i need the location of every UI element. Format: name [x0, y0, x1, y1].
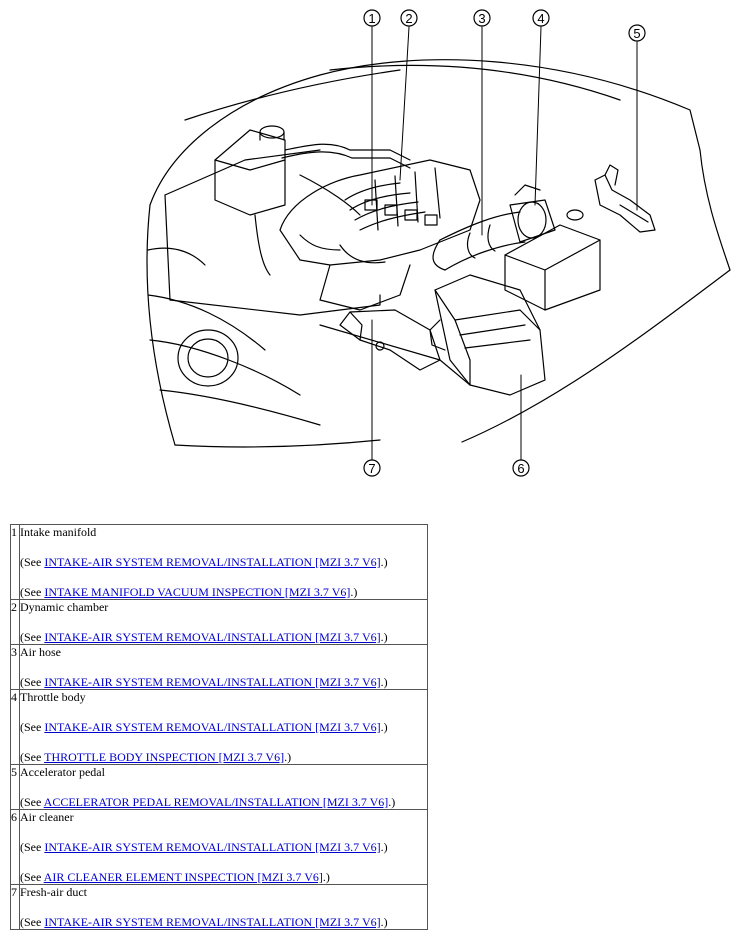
part-name: Air cleaner [20, 810, 74, 824]
intake-manifold-vacuum-link[interactable]: INTAKE MANIFOLD VACUUM INSPECTION [MZI 3… [44, 585, 351, 599]
svg-text:4: 4 [537, 11, 544, 26]
svg-text:1: 1 [368, 11, 375, 26]
callout-2: 2 [400, 9, 418, 27]
intake-air-system-link[interactable]: INTAKE-AIR SYSTEM REMOVAL/INSTALLATION [… [44, 915, 381, 929]
reference-line: (See THROTTLE BODY INSPECTION [MZI 3.7 V… [20, 750, 292, 764]
part-number: 1 [10, 524, 20, 600]
accelerator-pedal [594, 164, 656, 233]
part-number: 7 [10, 884, 20, 930]
part-name: Accelerator pedal [20, 765, 105, 779]
callout-4: 4 [532, 9, 550, 27]
parts-row-7: 7 Fresh-air duct (See INTAKE-AIR SYSTEM … [10, 884, 428, 930]
vehicle-body-outline [146, 59, 731, 448]
reference-line: (See ACCELERATOR PEDAL REMOVAL/INSTALLAT… [20, 795, 396, 809]
accelerator-pedal-link[interactable]: ACCELERATOR PEDAL REMOVAL/INSTALLATION [… [43, 795, 389, 809]
reference-line: (See INTAKE-AIR SYSTEM REMOVAL/INSTALLAT… [20, 675, 388, 689]
part-name: Throttle body [20, 690, 86, 704]
svg-text:3: 3 [478, 11, 485, 26]
part-number: 4 [10, 689, 20, 765]
front-grille [147, 247, 321, 426]
part-number: 2 [10, 599, 20, 645]
air-cleaner [429, 274, 546, 396]
part-name: Air hose [20, 645, 61, 659]
intake-air-system-link[interactable]: INTAKE-AIR SYSTEM REMOVAL/INSTALLATION [… [44, 840, 381, 854]
battery [504, 209, 601, 311]
leader-lines [371, 26, 638, 461]
reference-line: (See INTAKE-AIR SYSTEM REMOVAL/INSTALLAT… [20, 840, 388, 854]
parts-row-2: 2 Dynamic chamber (See INTAKE-AIR SYSTEM… [10, 599, 428, 645]
part-name: Dynamic chamber [20, 600, 109, 614]
parts-row-6: 6 Air cleaner (See INTAKE-AIR SYSTEM REM… [10, 809, 428, 885]
intake-air-system-link[interactable]: INTAKE-AIR SYSTEM REMOVAL/INSTALLATION [… [44, 630, 381, 644]
parts-row-4: 4 Throttle body (See INTAKE-AIR SYSTEM R… [10, 689, 428, 765]
radiator-support [164, 149, 471, 386]
callout-7: 7 [363, 459, 381, 477]
engine-intake-manifold [279, 159, 481, 311]
reference-line: (See INTAKE MANIFOLD VACUUM INSPECTION [… [20, 585, 358, 599]
callout-5: 5 [628, 24, 646, 42]
coolant-reservoir [214, 125, 353, 276]
parts-table: 1 Intake manifold (See INTAKE-AIR SYSTEM… [10, 524, 428, 930]
hoses [299, 149, 411, 216]
throttle-body [509, 184, 556, 243]
part-name: Intake manifold [20, 525, 97, 539]
callout-3: 3 [473, 9, 491, 27]
svg-text:5: 5 [633, 26, 640, 41]
engine-compartment-diagram: 1 2 3 4 5 6 7 [146, 9, 731, 477]
parts-row-1: 1 Intake manifold (See INTAKE-AIR SYSTEM… [10, 524, 428, 600]
parts-row-3: 3 Air hose (See INTAKE-AIR SYSTEM REMOVA… [10, 644, 428, 690]
reference-line: (See AIR CLEANER ELEMENT INSPECTION [MZI… [20, 870, 330, 884]
part-name: Fresh-air duct [20, 885, 87, 899]
intake-air-system-link[interactable]: INTAKE-AIR SYSTEM REMOVAL/INSTALLATION [… [44, 720, 381, 734]
reference-line: (See INTAKE-AIR SYSTEM REMOVAL/INSTALLAT… [20, 630, 388, 644]
fresh-air-duct [339, 309, 441, 371]
air-cleaner-element-link[interactable]: AIR CLEANER ELEMENT INSPECTION [MZI 3.7 … [43, 870, 323, 884]
part-number: 3 [10, 644, 20, 690]
intake-air-system-link[interactable]: INTAKE-AIR SYSTEM REMOVAL/INSTALLATION [… [44, 555, 381, 569]
svg-text:7: 7 [368, 461, 375, 476]
reference-line: (See INTAKE-AIR SYSTEM REMOVAL/INSTALLAT… [20, 555, 388, 569]
callout-6: 6 [512, 459, 530, 477]
svg-text:2: 2 [405, 11, 412, 26]
svg-text:6: 6 [517, 461, 524, 476]
intake-air-system-link[interactable]: INTAKE-AIR SYSTEM REMOVAL/INSTALLATION [… [44, 675, 381, 689]
reference-line: (See INTAKE-AIR SYSTEM REMOVAL/INSTALLAT… [20, 915, 388, 929]
callout-1: 1 [363, 9, 381, 27]
throttle-body-inspection-link[interactable]: THROTTLE BODY INSPECTION [MZI 3.7 V6] [44, 750, 285, 764]
air-hose [432, 211, 526, 271]
reference-line: (See INTAKE-AIR SYSTEM REMOVAL/INSTALLAT… [20, 720, 388, 734]
parts-row-5: 5 Accelerator pedal (See ACCELERATOR PED… [10, 764, 428, 810]
part-number: 5 [10, 764, 20, 810]
part-number: 6 [10, 809, 20, 885]
